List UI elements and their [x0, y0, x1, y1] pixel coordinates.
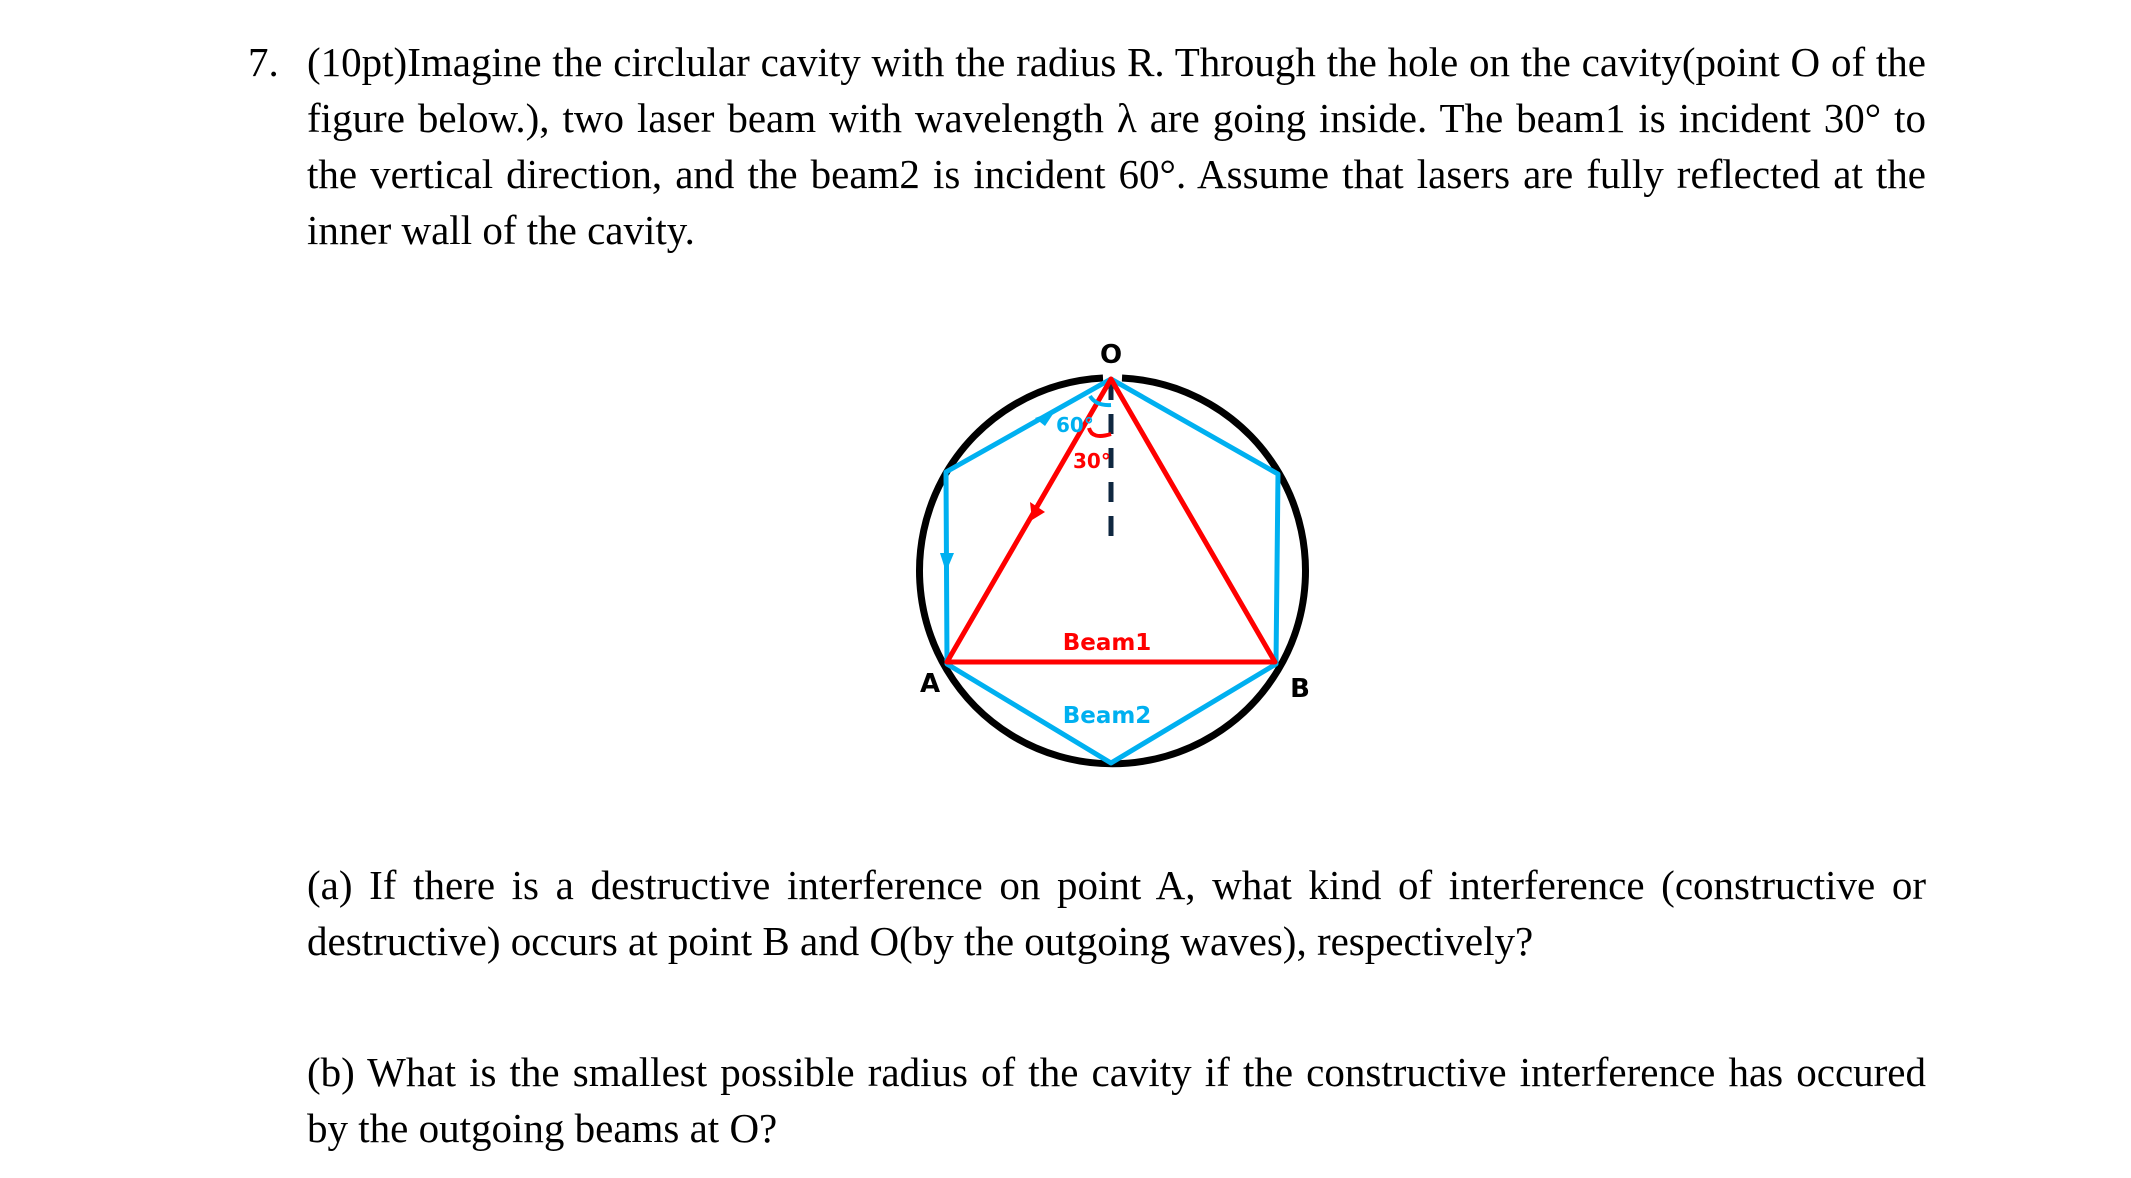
beam1-path — [944, 376, 1278, 665]
part-b: (b) What is the smallest possible radius… — [307, 1049, 1926, 1151]
problem-statement: (10pt)Imagine the circlular cavity with … — [307, 39, 1926, 253]
problem-number: 7. — [248, 39, 279, 85]
beam2-arrow-top — [1035, 411, 1055, 426]
angle-arc-30 — [1087, 427, 1112, 438]
beam2-label: Beam2 — [1063, 703, 1152, 729]
beam1-label: Beam1 — [1063, 630, 1152, 656]
beam2-arrow-left — [940, 553, 954, 572]
beam1-arrow — [1030, 502, 1045, 520]
angle-30-label: 30° — [1073, 449, 1111, 473]
point-o-label: O — [1100, 340, 1122, 370]
angle-arc-60 — [1088, 394, 1112, 408]
beam2-path — [943, 376, 1281, 766]
part-a: (a) If there is a destructive interferen… — [307, 862, 1926, 964]
angle-60-label: 60° — [1056, 413, 1094, 437]
point-a-label: A — [920, 669, 940, 699]
point-b-label: B — [1290, 674, 1310, 704]
